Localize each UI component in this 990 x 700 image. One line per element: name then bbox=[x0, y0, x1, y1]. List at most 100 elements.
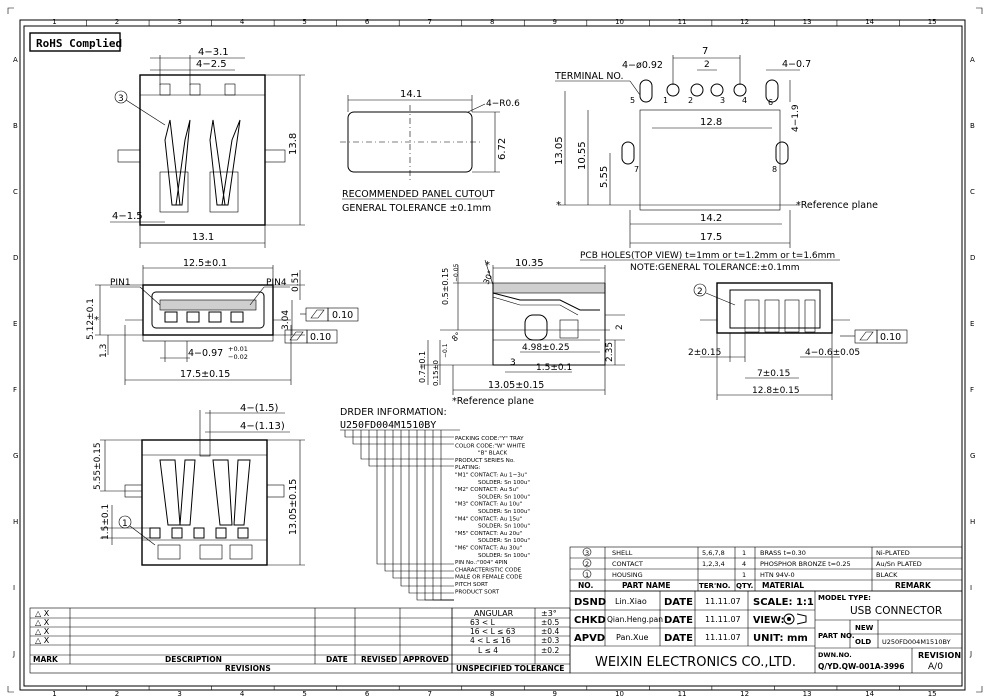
pin-5: 5 bbox=[630, 96, 635, 105]
row-label: I bbox=[13, 584, 15, 592]
row-label: E bbox=[970, 320, 974, 328]
order-line: SOLDER: Sn 100u" bbox=[478, 480, 530, 486]
w-17-5: 17.5 bbox=[700, 232, 722, 243]
tb-date-3: 11.11.07 bbox=[705, 633, 741, 642]
side-0-5b: −0.05 bbox=[453, 263, 460, 282]
tb-dwn-label: DWN.NO. bbox=[818, 651, 852, 659]
pin-labels: 5 1 2 3 4 6 7 8 bbox=[630, 96, 777, 174]
pin1-label: PIN1 bbox=[110, 278, 131, 288]
tol-header-val: ±3° bbox=[541, 609, 557, 618]
tolerance-table: ANGULAR ±3° 63 < L ±0.5 16 < L ≤ 63 ±0.4… bbox=[451, 607, 571, 674]
bom-qty: 4 bbox=[742, 560, 746, 568]
row-label: I bbox=[970, 584, 972, 592]
bom-qty: 1 bbox=[742, 571, 746, 579]
side-4-98: 4.98±0.25 bbox=[522, 343, 570, 353]
dim-13-1: 13.1 bbox=[192, 232, 214, 243]
rev-h-mark: MARK bbox=[33, 655, 59, 664]
rev-mark-4: △ X bbox=[35, 636, 50, 645]
order-line: PITCH SORT bbox=[455, 582, 488, 588]
order-line: "M4" CONTACT: Au 15u" bbox=[455, 516, 523, 522]
order-line: "M1" CONTACT: Au 1~3u" bbox=[455, 473, 527, 479]
bom-h-remark: REMARK bbox=[895, 581, 932, 590]
front-3-04: 3.04 bbox=[281, 310, 291, 330]
bom-h-no: NO. bbox=[578, 581, 593, 590]
order-line: "M3" CONTACT: Au 10u" bbox=[455, 502, 523, 508]
order-line: "M5" CONTACT: Au 20u" bbox=[455, 531, 523, 537]
column-label: 7 bbox=[427, 690, 431, 698]
rohs-label: RoHS Complied bbox=[36, 37, 122, 50]
bottom-1-5: 1.5±0.1 bbox=[101, 504, 111, 540]
column-label: 1 bbox=[52, 18, 56, 26]
row-label: G bbox=[13, 452, 18, 460]
order-line: SOLDER: Sn 100u" bbox=[478, 509, 530, 515]
callout-3: 3 bbox=[118, 94, 124, 104]
row-label: J bbox=[969, 650, 972, 658]
row-label: F bbox=[13, 386, 17, 394]
top-left-view: 4−3.1 4−2.5 13.8 4−1.5 13.1 3 bbox=[110, 47, 305, 248]
bom-h-qty: QTY. bbox=[736, 582, 753, 590]
order-line: PRODUCT SERIES No. bbox=[455, 458, 515, 464]
column-label: 8 bbox=[490, 18, 494, 26]
order-leader bbox=[408, 430, 454, 594]
row-label: J bbox=[12, 650, 15, 658]
front-0-51: 0.51 bbox=[291, 272, 301, 292]
pin-8: 8 bbox=[772, 165, 777, 174]
bom-remark: Ni-PLATED bbox=[876, 549, 910, 557]
rohs-box: RoHS Complied bbox=[29, 32, 122, 52]
tol-val-4: ±0.2 bbox=[541, 646, 559, 655]
order-line: "M2" CONTACT: Au 5u" bbox=[455, 487, 519, 493]
tol-val-3: ±0.3 bbox=[541, 636, 559, 645]
tb-dsnd-name: Lin.Xiao bbox=[615, 597, 647, 606]
bom-no: 1 bbox=[585, 571, 589, 579]
order-information: DRDER INFORMATION: U250FD004M1510BY PACK… bbox=[340, 407, 530, 601]
side-2-35: 2.35 bbox=[605, 342, 615, 362]
rear-callout: 2 bbox=[697, 287, 703, 297]
row-label: C bbox=[13, 188, 18, 196]
tb-date-label-1: DATE bbox=[664, 597, 693, 608]
rear-0-6: 4−0.6±0.05 bbox=[805, 348, 860, 358]
column-label: 9 bbox=[553, 690, 557, 698]
order-code: U250FD004M1510BY bbox=[340, 420, 436, 431]
dim-4-1-5: 4−1.5 bbox=[112, 211, 143, 222]
revision-table: △ X △ X △ X △ X MARK DESCRIPTION DATE RE… bbox=[29, 607, 453, 674]
w-12-8: 12.8 bbox=[700, 117, 722, 128]
side-0-15b: −0.1 bbox=[442, 343, 449, 358]
order-leader bbox=[432, 430, 454, 601]
order-leader bbox=[344, 430, 454, 438]
order-title: DRDER INFORMATION: bbox=[340, 407, 447, 418]
tb-chkd: CHKD bbox=[574, 615, 606, 626]
column-label: 4 bbox=[240, 690, 245, 698]
column-label: 3 bbox=[177, 690, 181, 698]
tb-apvd-name: Pan.Xue bbox=[616, 633, 649, 642]
rev-h-revised: REVISED bbox=[361, 655, 397, 664]
ref-star-top: * bbox=[556, 200, 561, 211]
slot-len: 4−1.9 bbox=[791, 104, 801, 132]
bom-no-circle bbox=[582, 569, 592, 579]
bom-no-circle bbox=[582, 547, 592, 557]
pin-6: 6 bbox=[768, 98, 773, 107]
side-view: 10.35 * 30° 0.5±0.15 −0.05 2 4.98±0.25 2… bbox=[418, 258, 625, 407]
column-label: 6 bbox=[365, 18, 370, 26]
front-pitch: 4−0.97 bbox=[188, 348, 223, 359]
bottom-callout: 1 bbox=[122, 519, 128, 529]
pin-4: 4 bbox=[742, 96, 747, 105]
column-label: 5 bbox=[302, 690, 306, 698]
front-w-17-5: 17.5±0.15 bbox=[180, 369, 230, 380]
tb-new: NEW bbox=[855, 624, 874, 632]
rear-2: 2±0.15 bbox=[688, 348, 721, 358]
bom-no: 3 bbox=[585, 549, 589, 557]
order-line: MALE OR FEMALE CODE bbox=[455, 575, 523, 581]
tb-unit: UNIT: mm bbox=[753, 633, 808, 644]
order-leader bbox=[368, 430, 454, 467]
side-1-5: 1.5±0.1 bbox=[536, 363, 572, 373]
side-0-15: 0.15±0 bbox=[432, 360, 440, 386]
column-label: 6 bbox=[365, 690, 370, 698]
column-label: 14 bbox=[865, 690, 874, 698]
column-label: 11 bbox=[678, 18, 687, 26]
bom-no-circle bbox=[582, 558, 592, 568]
tol-header: ANGULAR bbox=[474, 609, 514, 618]
front-5-12: 5.12±0.1 bbox=[86, 298, 96, 340]
tb-date-label-3: DATE bbox=[664, 633, 693, 644]
